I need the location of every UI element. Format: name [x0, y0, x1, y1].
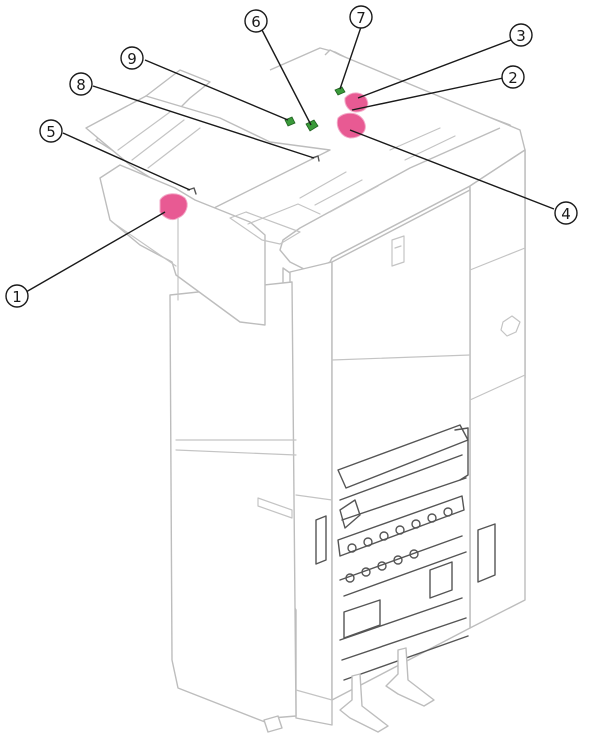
top-output-tray: [85, 69, 456, 326]
callout-3-label: 3: [516, 27, 526, 45]
callout-4-label: 4: [561, 205, 571, 223]
callout-3: 3: [509, 23, 533, 47]
callout-7-label: 7: [356, 9, 366, 27]
callout-1: 1: [5, 284, 29, 308]
callout-9: 9: [120, 46, 144, 70]
sensor-6-icon: [305, 119, 319, 132]
callout-8: 8: [69, 72, 93, 96]
callout-2: 2: [501, 65, 525, 89]
callout-1-label: 1: [12, 288, 22, 306]
callout-6-label: 6: [251, 13, 261, 31]
finisher-body: [169, 47, 526, 726]
callout-5-label: 5: [46, 123, 56, 141]
callout-4: 4: [554, 201, 578, 225]
callout-6: 6: [244, 9, 268, 33]
callout-9-label: 9: [127, 50, 137, 68]
stand-feet: [263, 647, 435, 733]
callout-5: 5: [39, 119, 63, 143]
feed-rollers: [345, 507, 453, 583]
leader-lines: [25, 26, 555, 293]
callout-7: 7: [349, 5, 373, 29]
lever-1-icon: [159, 193, 188, 221]
callout-2-label: 2: [508, 69, 518, 87]
callout-8-label: 8: [76, 76, 86, 94]
sensor-9-icon: [284, 116, 296, 127]
